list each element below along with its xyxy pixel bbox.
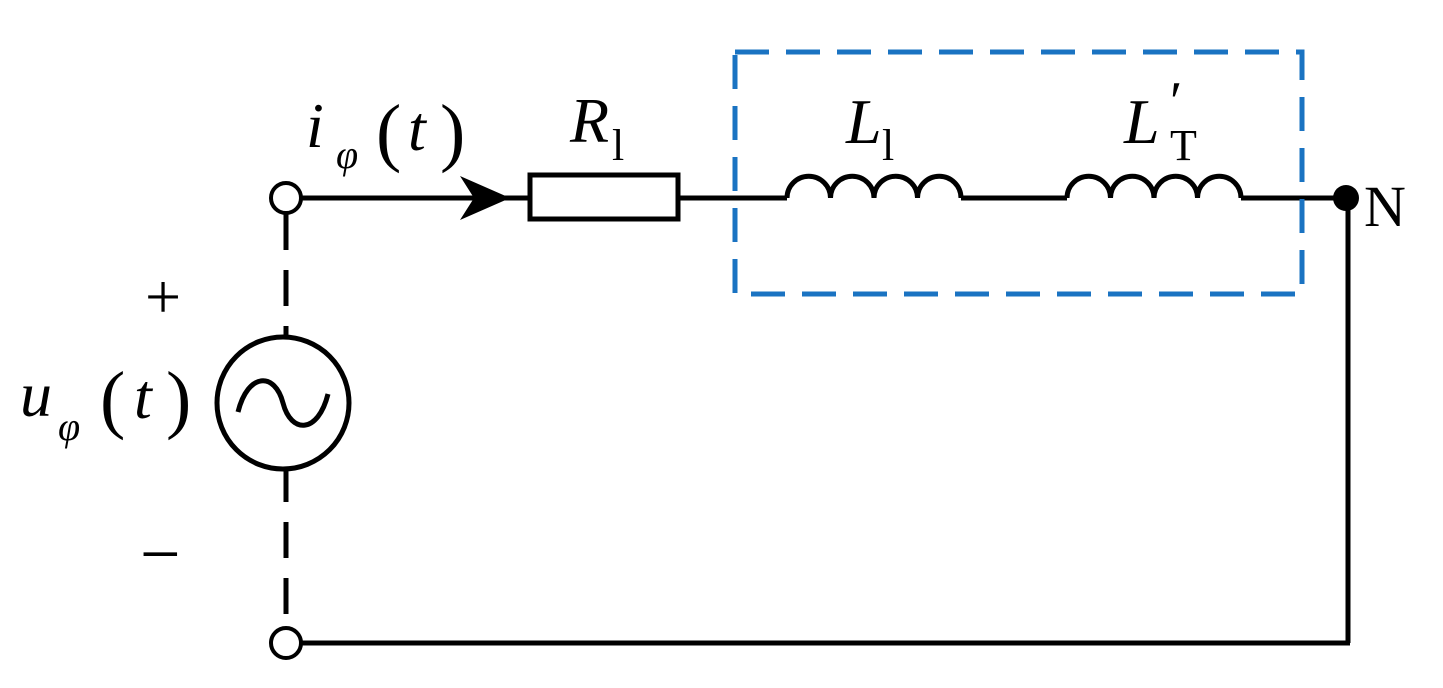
terminal-bottom: [269, 626, 303, 660]
inductance-highlight-box: [732, 49, 1305, 297]
sine-wave-icon: [235, 378, 331, 428]
inductor-lt-label: L ′ T: [1123, 71, 1197, 170]
voltage-label: u φ ( t ): [20, 357, 191, 449]
resistor-label: R l: [569, 85, 624, 170]
current-label: i φ ( t ): [306, 90, 465, 177]
minus-sign: −: [140, 514, 181, 594]
node-n-dot: [1333, 185, 1359, 211]
inductor-l1: [784, 173, 964, 199]
node-n-label: N: [1364, 174, 1406, 239]
terminal-top: [269, 181, 303, 215]
current-arrow-icon: [460, 176, 510, 220]
inductor-l1-label: L l: [845, 86, 894, 170]
resistor-r1: [527, 172, 681, 222]
plus-sign: +: [145, 261, 181, 332]
inductor-lt: [1064, 173, 1244, 199]
